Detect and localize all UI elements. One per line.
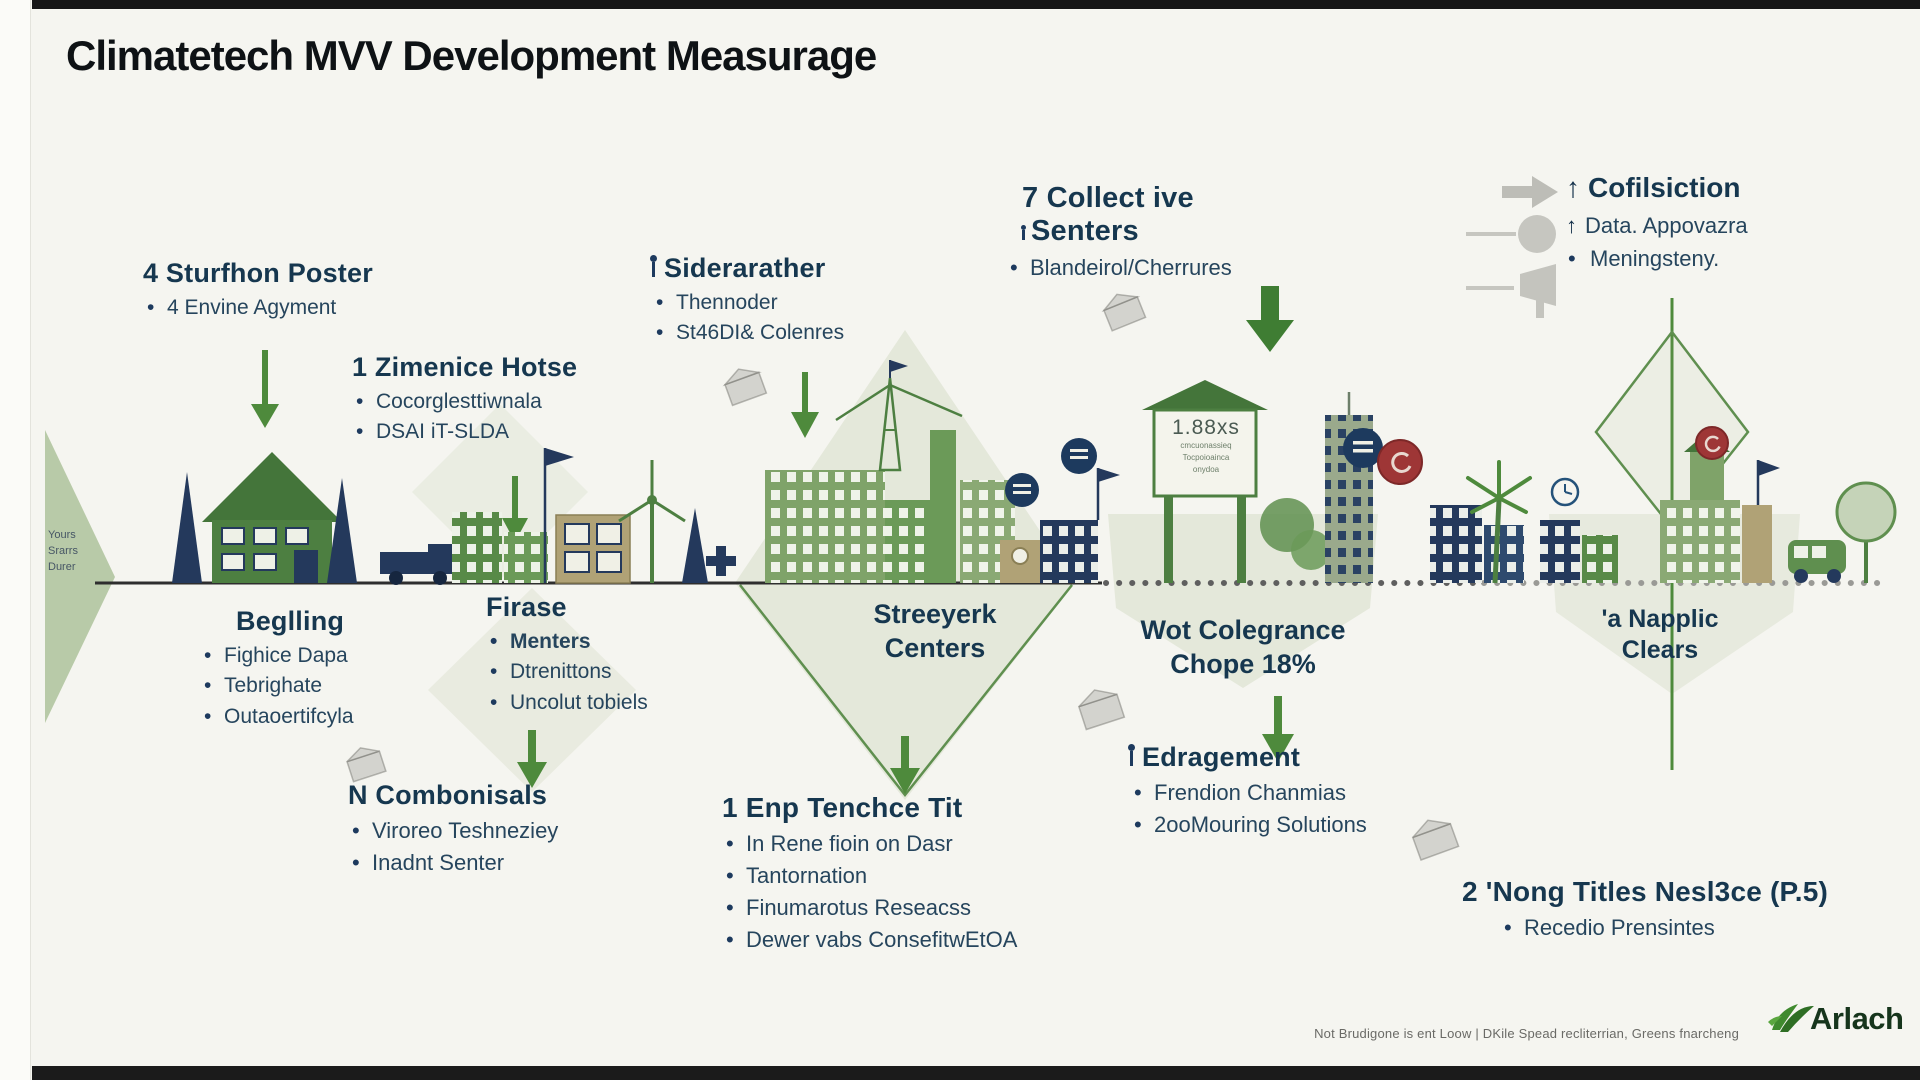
label-line: Centers bbox=[884, 632, 986, 663]
arrow-down-enp bbox=[890, 736, 920, 794]
bullet-item: Thennoder bbox=[652, 288, 844, 319]
red-badge-icons bbox=[1377, 426, 1729, 485]
cofilsiction-item: Data. Appovazra bbox=[1566, 213, 1748, 239]
block-beglling: Beglling Fighice Dapa Tebrighate Outaoer… bbox=[200, 606, 354, 733]
block-cofilsiction: Cofilsiction Data. Appovazra Meningsteny… bbox=[1566, 172, 1748, 272]
arrow-down-zimenice bbox=[502, 476, 528, 542]
arlach-logo: Arlach bbox=[1764, 996, 1904, 1042]
bullet-item: Tantornation bbox=[722, 860, 1017, 892]
gray-circle-icon bbox=[1518, 215, 1556, 253]
block-title: 1 Zimenice Hotse bbox=[352, 352, 578, 382]
left-flag-arrow bbox=[45, 430, 115, 723]
package-sketch-icons bbox=[346, 293, 1460, 861]
block-title: Beglling bbox=[236, 606, 345, 636]
block-title: 2 'Nong Titles Nesl3ce (P.5) bbox=[1462, 876, 1829, 907]
tick-icon bbox=[1021, 225, 1026, 240]
bullet-item: Cocorglesttiwnala bbox=[352, 387, 577, 418]
page-title: Climatetech MVV Development Measurage bbox=[66, 32, 877, 79]
label-line: Wot Colegrance bbox=[1140, 615, 1346, 645]
bullet-item: Tebrighate bbox=[200, 671, 354, 702]
legend-icon-cluster bbox=[1466, 176, 1558, 318]
block-combonisals: N Combonisals Viroreo Teshneziey Inadnt … bbox=[348, 780, 558, 879]
sign-value: 1.88xs bbox=[1172, 416, 1240, 439]
bullet-item: Uncolut tobiels bbox=[486, 688, 648, 719]
block-edragement: Edragement Frendion Chanmias 2ooMouring … bbox=[1128, 742, 1367, 841]
arrow-down-collective bbox=[1246, 286, 1294, 352]
bullet-item: Dewer vabs ConsefitwEtOA bbox=[722, 924, 1017, 956]
bullet-item: Finumarotus Reseacss bbox=[722, 892, 1017, 924]
gray-arrow-icon bbox=[1502, 176, 1558, 208]
billboard-sign: 1.88xs cmcuonassieq Tocpoioainca onydoa bbox=[1157, 416, 1255, 476]
bottom-border-bar bbox=[32, 1066, 1920, 1080]
bullet-item: In Rene fioin on Dasr bbox=[722, 828, 1017, 860]
block-title: 1 Enp Tenchce Tit bbox=[722, 792, 963, 823]
logo-text: Arlach bbox=[1810, 1001, 1904, 1036]
cofilsiction-item: Meningsteny. bbox=[1566, 246, 1748, 272]
sign-caption: Tocpoioainca bbox=[1182, 453, 1230, 462]
label-line: Streeyerk bbox=[873, 599, 997, 629]
bullet-item: Viroreo Teshneziey bbox=[348, 815, 558, 847]
bullet-item: Blandeirol/Cherrures bbox=[1006, 252, 1232, 284]
block-title-line2: Senters bbox=[1021, 215, 1232, 248]
bullet-item: 4 Envine Agyment bbox=[143, 293, 373, 324]
skyline-sign-group bbox=[1142, 380, 1532, 584]
block-title: Firase bbox=[486, 592, 567, 622]
block-streeyerk: Streeyerk Centers bbox=[840, 598, 1030, 666]
label-line: 'a Napplic bbox=[1601, 605, 1719, 633]
bullet-item: St46DI& Colenres bbox=[652, 318, 844, 349]
block-title: 7 Collect ive bbox=[1022, 182, 1194, 214]
block-nong: 2 'Nong Titles Nesl3ce (P.5) Recedio Pre… bbox=[1462, 876, 1828, 944]
label-line: Chope 18% bbox=[1170, 648, 1316, 679]
block-title: N Combonisals bbox=[348, 780, 548, 810]
bullet-item: Dtrenittons bbox=[486, 657, 648, 688]
bullet-item: Frendion Chanmias bbox=[1130, 777, 1367, 809]
top-border-bar bbox=[32, 0, 1920, 9]
arrow-down-combonisals bbox=[517, 730, 547, 788]
block-wot: Wot Colegrance Chope 18% bbox=[1128, 614, 1358, 682]
pin-icon bbox=[1128, 744, 1135, 766]
arrow-down-sturfhon bbox=[251, 350, 279, 428]
bullet-item: Inadnt Senter bbox=[348, 847, 558, 879]
block-firase: Firase Menters Dtrenittons Uncolut tobie… bbox=[486, 592, 648, 719]
block-title: Siderarather bbox=[650, 253, 844, 284]
arrow-down-wot bbox=[1262, 696, 1294, 762]
pin-icon bbox=[650, 255, 657, 277]
skyline-right bbox=[1540, 432, 1897, 583]
skyline-factory bbox=[765, 360, 1120, 583]
left-edge-strip bbox=[0, 0, 31, 1080]
block-collective: 7 Collect ive Senters Blandeirol/Cherrur… bbox=[1010, 182, 1232, 284]
cofilsiction-title: Cofilsiction bbox=[1566, 172, 1748, 204]
bullet-item: Fighice Dapa bbox=[200, 641, 354, 672]
block-title: Edragement bbox=[1128, 742, 1367, 773]
left-flag-label: Yours Srarrs Durer bbox=[48, 529, 78, 573]
block-sturfhon: 4 Sturfhon Poster 4 Envine Agyment bbox=[143, 258, 373, 324]
block-zimenice: 1 Zimenice Hotse Cocorglesttiwnala DSAI … bbox=[352, 352, 577, 448]
bullet-item: Outaoertifcyla bbox=[200, 702, 354, 733]
sign-caption: cmcuonassieq bbox=[1180, 441, 1232, 450]
label-line: Clears bbox=[1621, 636, 1699, 665]
leaf-icon bbox=[1768, 1004, 1814, 1032]
bullet-item: 2ooMouring Solutions bbox=[1130, 809, 1367, 841]
sign-caption: onydoa bbox=[1192, 465, 1220, 474]
block-title: 4 Sturfhon Poster bbox=[143, 258, 373, 288]
gray-funnel-icon bbox=[1520, 264, 1556, 306]
block-enp: 1 Enp Tenchce Tit In Rene fioin on Dasr … bbox=[722, 792, 1017, 956]
block-siderarather: Siderarather Thennoder St46DI& Colenres bbox=[650, 253, 844, 349]
menu-badge-icons bbox=[1005, 428, 1383, 507]
arrow-down-siderarather bbox=[791, 372, 819, 438]
skyline-left bbox=[172, 448, 736, 585]
block-napplic: 'a Napplic Clears bbox=[1580, 604, 1740, 667]
bullet-item: Menters bbox=[486, 627, 648, 658]
footer-note: Not Brudigone is ent Loow | DKile Spead … bbox=[1314, 1026, 1739, 1041]
bullet-item: DSAI iT-SLDA bbox=[352, 417, 577, 448]
bullet-item: Recedio Prensintes bbox=[1500, 912, 1828, 944]
